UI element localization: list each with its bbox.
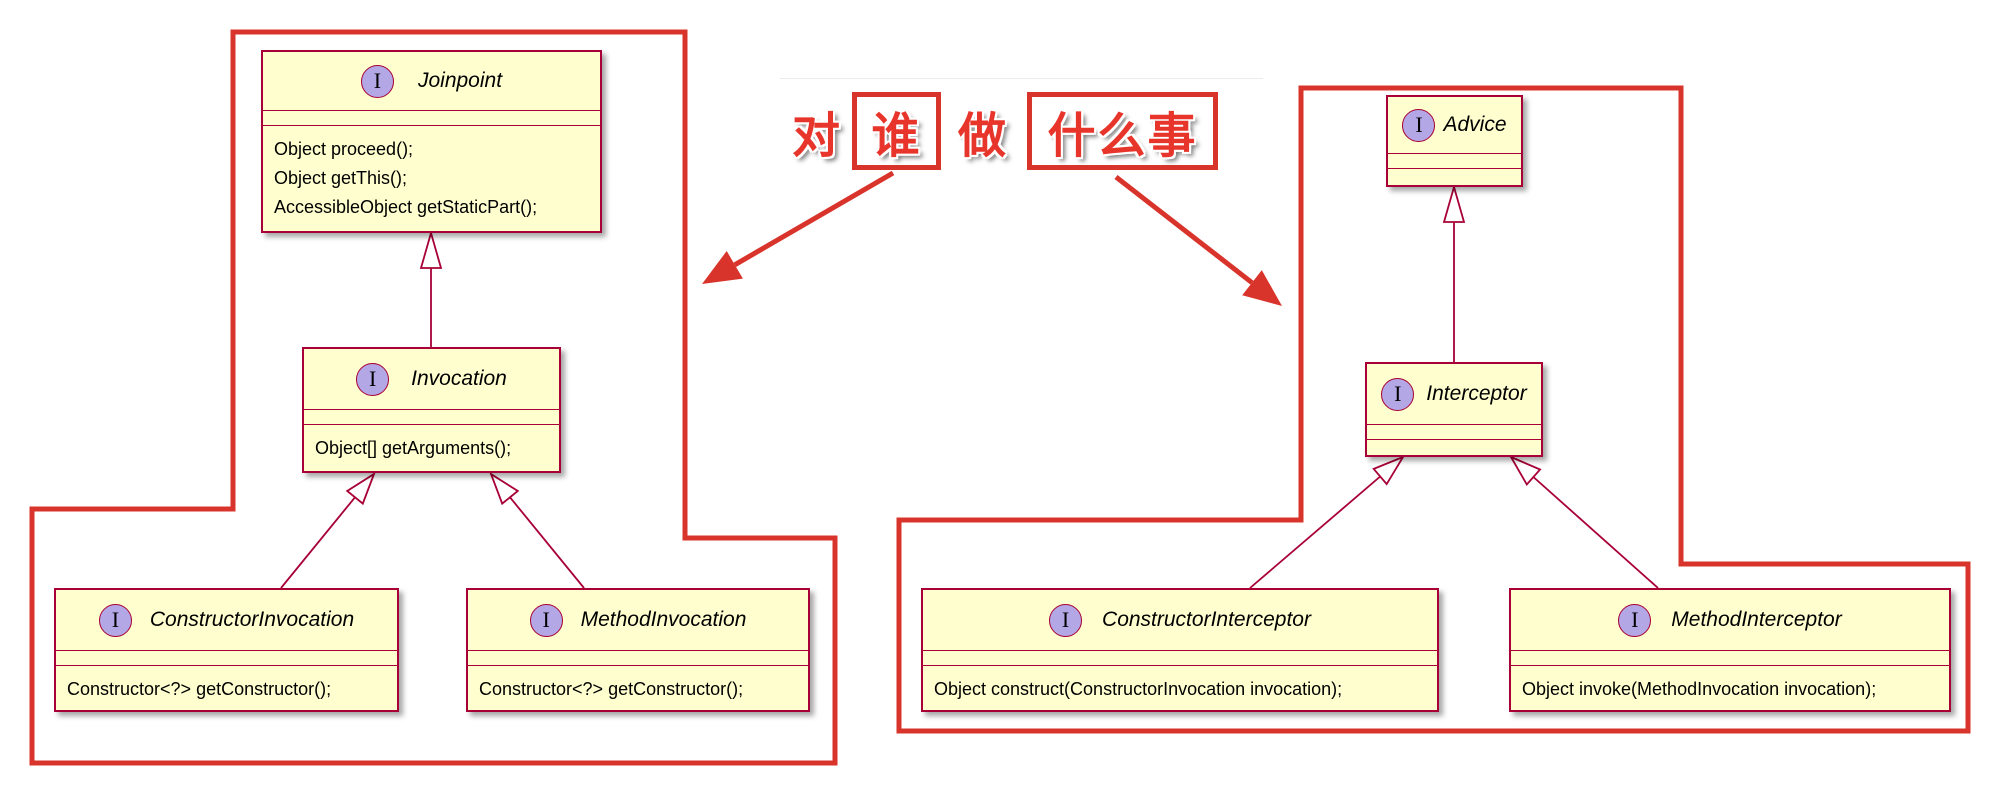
attributes-compartment xyxy=(263,110,600,125)
method-signature: Object[] getArguments(); xyxy=(315,438,512,458)
annotation-zuo: 做 xyxy=(957,108,1008,164)
method-signature: Object getThis(); xyxy=(274,168,408,188)
inheritance-arrowhead xyxy=(419,229,443,269)
methods-compartment: Object proceed(); Object getThis(); Acce… xyxy=(263,125,600,231)
interface-name: MethodInvocation xyxy=(580,608,747,631)
interface-name: Interceptor xyxy=(1426,382,1527,405)
right-group-outline xyxy=(896,85,1971,734)
methods-compartment: Object[] getArguments(); xyxy=(304,424,559,471)
methods-compartment: Object invoke(MethodInvocation invocatio… xyxy=(1511,665,1949,710)
interface-invocation: I Invocation Object[] getArguments(); xyxy=(302,347,561,473)
interface-icon: I xyxy=(529,603,563,637)
method-signature: AccessibleObject getStaticPart(); xyxy=(274,197,538,217)
interface-method-invocation: I MethodInvocation Constructor<?> getCon… xyxy=(466,588,810,712)
interface-name: Invocation xyxy=(411,367,507,390)
inheritance-arrowhead xyxy=(1372,455,1406,486)
method-signature: Object construct(ConstructorInvocation i… xyxy=(934,679,1343,699)
interface-icon: I xyxy=(98,603,132,637)
methods-compartment xyxy=(1367,439,1541,455)
interface-icon: I xyxy=(360,64,394,98)
arrow-to-left-group-head xyxy=(702,251,743,284)
interface-header: I ConstructorInterceptor xyxy=(923,590,1437,650)
interface-method-interceptor: I MethodInterceptor Object invoke(Method… xyxy=(1509,588,1951,712)
interface-name: MethodInterceptor xyxy=(1671,608,1842,631)
methods-compartment xyxy=(1388,168,1521,185)
interface-icon: I xyxy=(1381,377,1415,411)
inheritance-line-methodinvocation-invocation xyxy=(509,496,585,589)
interface-header: I Advice xyxy=(1388,97,1521,153)
faint-guide-line xyxy=(780,78,1263,79)
arrow-to-left-group-line xyxy=(733,170,895,267)
attributes-compartment xyxy=(468,650,808,665)
interface-header: I Joinpoint xyxy=(263,52,600,110)
inheritance-line-methodinterceptor-interceptor xyxy=(1532,476,1659,589)
interface-name: ConstructorInterceptor xyxy=(1102,608,1311,631)
interface-header: I MethodInterceptor xyxy=(1511,590,1949,650)
arrow-to-right-group-line xyxy=(1114,175,1254,285)
interface-icon: I xyxy=(1618,603,1652,637)
annotation-shenme-highlight: 什么事 xyxy=(1027,92,1218,170)
method-signature: Constructor<?> getConstructor(); xyxy=(67,679,332,699)
attributes-compartment xyxy=(1388,153,1521,168)
interface-header: I Invocation xyxy=(304,349,559,409)
attributes-compartment xyxy=(923,650,1437,665)
annotation-shui-highlight: 谁 xyxy=(852,92,941,170)
method-signature: Object proceed(); xyxy=(274,139,414,159)
interface-header: I MethodInvocation xyxy=(468,590,808,650)
left-group-outline xyxy=(29,29,838,766)
arrow-to-right-group-head xyxy=(1242,270,1282,306)
inheritance-arrowhead xyxy=(345,471,376,506)
inheritance-arrowhead xyxy=(1508,455,1542,487)
inheritance-line-constructorinterceptor-interceptor xyxy=(1249,475,1381,589)
method-signature: Constructor<?> getConstructor(); xyxy=(479,679,744,699)
interface-icon: I xyxy=(1402,108,1436,142)
interface-name: ConstructorInvocation xyxy=(149,608,355,631)
inheritance-line-constructorinvocation-invocation xyxy=(280,496,356,589)
interface-advice: I Advice xyxy=(1386,95,1523,187)
attributes-compartment xyxy=(56,650,397,665)
interface-constructor-invocation: I ConstructorInvocation Constructor<?> g… xyxy=(54,588,399,712)
interface-name: Joinpoint xyxy=(417,69,503,92)
interface-icon: I xyxy=(356,362,390,396)
method-signature: Object invoke(MethodInvocation invocatio… xyxy=(1522,679,1877,699)
interface-constructor-interceptor: I ConstructorInterceptor Object construc… xyxy=(921,588,1439,712)
annotation-dui: 对 xyxy=(791,108,842,164)
methods-compartment: Constructor<?> getConstructor(); xyxy=(468,665,808,710)
methods-compartment: Object construct(ConstructorInvocation i… xyxy=(923,665,1437,710)
attributes-compartment xyxy=(1511,650,1949,665)
inheritance-arrowhead xyxy=(1442,183,1466,223)
attributes-compartment xyxy=(304,409,559,424)
methods-compartment: Constructor<?> getConstructor(); xyxy=(56,665,397,710)
interface-interceptor: I Interceptor xyxy=(1365,362,1543,457)
attributes-compartment xyxy=(1367,424,1541,439)
interface-name: Advice xyxy=(1443,113,1507,136)
interface-icon: I xyxy=(1049,603,1083,637)
interface-header: I ConstructorInvocation xyxy=(56,590,397,650)
interface-header: I Interceptor xyxy=(1367,364,1541,424)
inheritance-arrowhead xyxy=(489,471,520,506)
interface-joinpoint: I Joinpoint Object proceed(); Object get… xyxy=(261,50,602,233)
